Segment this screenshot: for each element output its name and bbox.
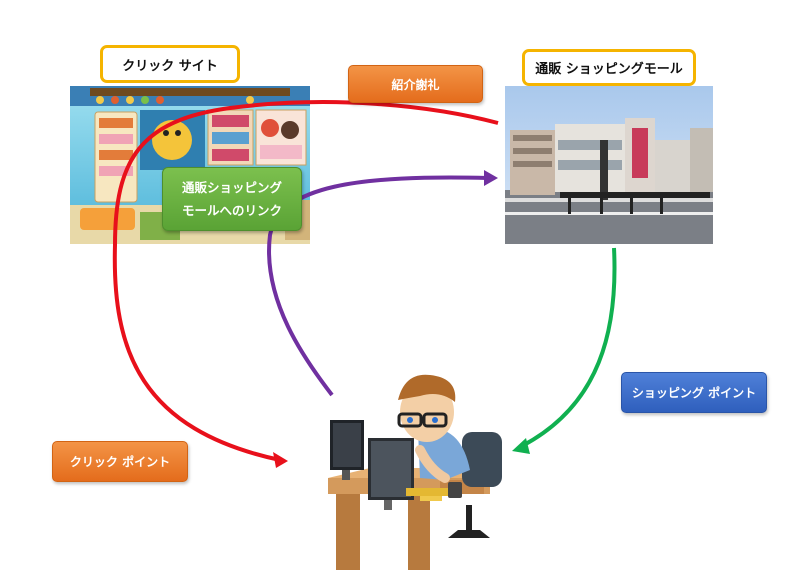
mall-link-box: 通販ショッピング モールへのリンク	[162, 167, 302, 231]
shopping-point-box: ショッピング ポイント	[621, 372, 767, 413]
click-site-label-text: クリック サイト	[122, 58, 218, 74]
click-point-text: クリック ポイント	[69, 455, 171, 469]
mall-label: 通販 ショッピングモール	[522, 49, 696, 86]
mall-label-text: 通販 ショッピングモール	[535, 62, 683, 77]
shopping-point-text: ショッピング ポイント	[631, 386, 757, 400]
green-arrow	[521, 247, 617, 448]
mall-link-line1: 通販ショッピング	[181, 180, 282, 195]
referral-reward-text: 紹介謝礼	[391, 77, 440, 92]
mall-photo	[505, 86, 713, 244]
referral-reward-box: 紹介謝礼	[348, 65, 483, 103]
red-arrow	[112, 100, 499, 462]
click-point-box: クリック ポイント	[52, 441, 188, 482]
mall-link-line2: モールへのリンク	[181, 203, 282, 218]
person-at-computer-illustration	[328, 374, 502, 570]
click-site-label: クリック サイト	[100, 45, 240, 83]
